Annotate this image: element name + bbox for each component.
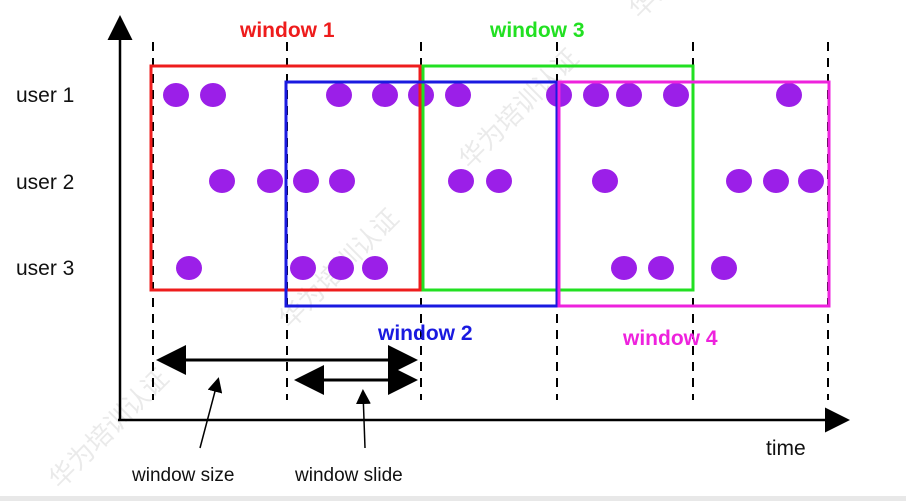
user-2-event-dot bbox=[209, 169, 235, 193]
user-1-event-dot bbox=[776, 83, 802, 107]
user-1-label: user 1 bbox=[16, 84, 74, 107]
user-3-event-dot bbox=[362, 256, 388, 280]
user-3-event-dot bbox=[648, 256, 674, 280]
user-2-event-dot bbox=[592, 169, 618, 193]
user-1-event-dot bbox=[616, 83, 642, 107]
user-3-event-dot bbox=[611, 256, 637, 280]
window-2-box bbox=[284, 80, 559, 308]
user-2-event-dot bbox=[726, 169, 752, 193]
window-3-label: window 3 bbox=[489, 19, 585, 42]
user-1-event-dot bbox=[445, 83, 471, 107]
watermark-text: 华为培训认证 bbox=[623, 0, 755, 24]
window-size-pointer bbox=[199, 377, 223, 449]
user-2-label: user 2 bbox=[16, 171, 74, 194]
user-3-label: user 3 bbox=[16, 257, 74, 280]
user-3-event-dot bbox=[711, 256, 737, 280]
user-2-event-dot bbox=[293, 169, 319, 193]
window-slide-pointer bbox=[355, 389, 371, 449]
watermark-text: 华为培训认证 bbox=[453, 43, 585, 175]
user-1-event-dot bbox=[326, 83, 352, 107]
user-2-event-dot bbox=[798, 169, 824, 193]
window-4-box bbox=[557, 80, 831, 308]
window-1-label: window 1 bbox=[239, 19, 335, 42]
time-label: time bbox=[766, 437, 806, 460]
user-1-event-dot bbox=[663, 83, 689, 107]
user-1-event-dot bbox=[163, 83, 189, 107]
user-2-event-dot bbox=[329, 169, 355, 193]
bottom-border bbox=[0, 496, 906, 501]
user-1-event-dot bbox=[372, 83, 398, 107]
user-2-event-dot bbox=[448, 169, 474, 193]
window-4-label: window 4 bbox=[622, 327, 718, 350]
window-size-label: window size bbox=[131, 465, 234, 486]
window-2-label: window 2 bbox=[377, 322, 473, 345]
user-3-event-dot bbox=[290, 256, 316, 280]
user-2-event-dot bbox=[486, 169, 512, 193]
user-3-event-dot bbox=[176, 256, 202, 280]
user-2-event-dot bbox=[257, 169, 283, 193]
user-1-event-dot bbox=[583, 83, 609, 107]
window-slide-label: window slide bbox=[294, 465, 403, 486]
user-2-event-dot bbox=[763, 169, 789, 193]
time-dividers bbox=[152, 42, 829, 400]
user-1-event-dot bbox=[200, 83, 226, 107]
user-3-event-dot bbox=[328, 256, 354, 280]
